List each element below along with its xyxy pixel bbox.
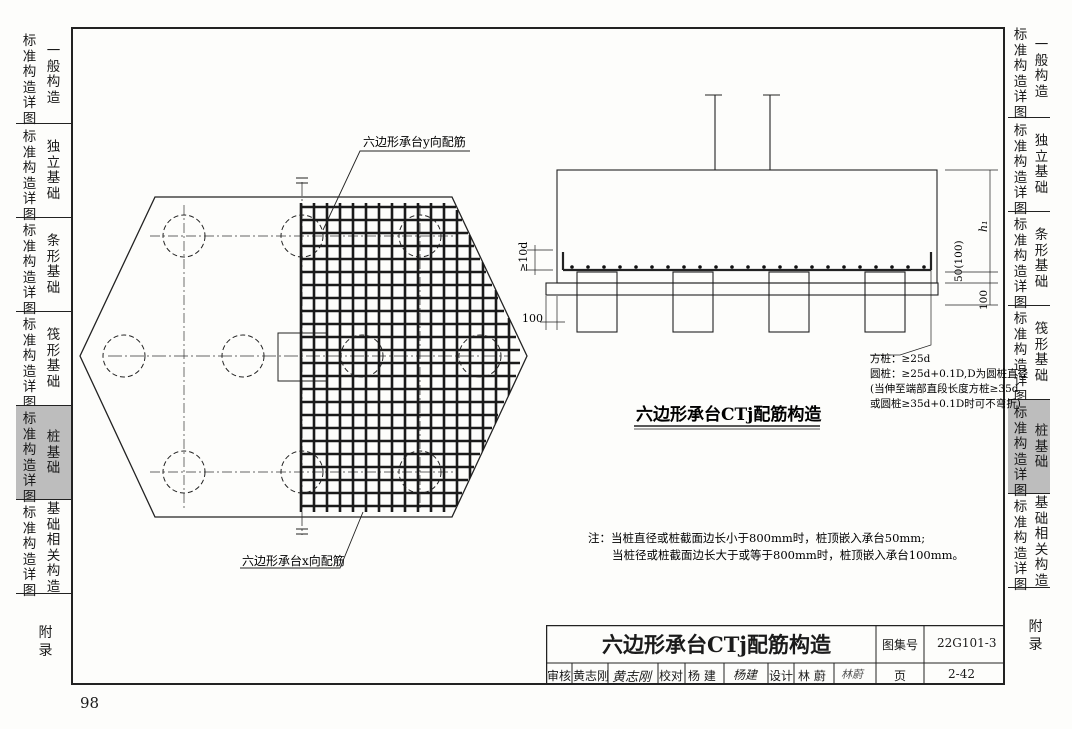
left-tab-isolated[interactable]: 标准构造详图 独立基础: [16, 124, 71, 222]
design-signature: 林蔚: [841, 668, 863, 681]
column-stub: [277, 332, 328, 382]
section-view: [527, 94, 998, 356]
left-tab-strip-footing[interactable]: 标准构造详图 条形基础: [16, 218, 71, 316]
pile-bottom-right: [398, 450, 442, 494]
review-signature: 黄志刚: [612, 670, 652, 685]
anchor-note-1: 方桩：≥25d: [870, 352, 931, 365]
right-tab-pile-col2: 桩基础: [1034, 423, 1049, 470]
title-block-grid: [546, 625, 1005, 685]
label-y-rebar: 六边形承台y向配筋: [363, 134, 466, 149]
dim-50-100: 50(100): [953, 240, 965, 282]
right-tab-general-col2: 一般构造: [1034, 37, 1049, 100]
right-tab-related-col1: 标准构造详图: [1013, 499, 1028, 593]
page-label: 页: [894, 669, 907, 683]
pile-top-right: [398, 214, 442, 258]
left-tab-pile-col1: 标准构造详图: [22, 411, 37, 505]
pile-bottom-mid: [280, 450, 324, 494]
right-tab-strip-footing[interactable]: 标准构造详图 条形基础: [1008, 212, 1050, 310]
right-tab-related[interactable]: 标准构造详图 基础相关构造: [1008, 494, 1050, 592]
check-signature: 杨建: [733, 668, 758, 682]
left-tab-related[interactable]: 标准构造详图 基础相关构造: [16, 500, 71, 598]
design-label: 设计: [769, 669, 794, 683]
pile-top-mid: [280, 214, 324, 258]
drawing-title: 六边形承台CTj配筋构造: [602, 632, 831, 657]
page-code: 2-42: [948, 667, 975, 681]
drawing-frame: [71, 27, 1005, 685]
review-label: 审核: [547, 669, 572, 683]
right-tab-isolated-col1: 标准构造详图: [1013, 123, 1028, 217]
anchor-note-3: (当伸至端部直段长度方桩≥35d: [870, 382, 1019, 395]
pile-top-left: [162, 214, 206, 258]
right-tab-appendix-label: 附录: [1028, 619, 1043, 653]
left-tab-pile[interactable]: 标准构造详图 桩基础: [16, 406, 71, 504]
section-caption: 六边形承台CTj配筋构造: [636, 404, 822, 425]
left-tab-strip: 标准构造详图 一般构造 标准构造详图 独立基础 标准构造详图 条形基础 标准构造…: [16, 28, 71, 686]
left-tab-general-col2: 一般构造: [46, 43, 61, 106]
rebar-dots: [570, 265, 926, 269]
note-line-1: 注：当桩直径或桩截面边长小于800mm时，桩顶嵌入承台50mm;: [588, 531, 925, 545]
left-tab-pile-col2: 桩基础: [46, 429, 61, 476]
left-tab-isolated-col1: 标准构造详图: [22, 129, 37, 223]
right-tab-general-col1: 标准构造详图: [1013, 27, 1028, 121]
rebar-grid: [299, 203, 520, 512]
hexagon-plan: [79, 150, 528, 569]
page-number: 98: [80, 694, 100, 712]
right-tab-related-col2: 基础相关构造: [1034, 495, 1049, 589]
check-label: 校对: [659, 669, 684, 683]
left-tab-related-col2: 基础相关构造: [46, 501, 61, 595]
atlas-label: 图集号: [882, 638, 919, 652]
atlas-number: 22G101-3: [937, 636, 997, 650]
right-tab-isolated[interactable]: 标准构造详图 独立基础: [1008, 118, 1050, 216]
right-tab-strip-col1: 标准构造详图: [1013, 217, 1028, 311]
hexagon-outline: [79, 196, 528, 518]
label-x-rebar: 六边形承台x向配筋: [242, 553, 345, 568]
pile-bottom-left: [162, 450, 206, 494]
leader-x-rebar: [240, 511, 364, 569]
design-name: 林 蔚: [798, 669, 826, 683]
left-tab-strip-col2: 条形基础: [46, 233, 61, 296]
pile-mid-center: [221, 334, 265, 378]
review-name: 黄志刚: [573, 669, 610, 683]
pile-mid-right: [340, 334, 384, 378]
right-tab-appendix[interactable]: 附录: [1008, 588, 1050, 686]
dim-100-right: 100: [978, 290, 990, 310]
anchor-note-4: 或圆桩≥35d+0.1D时可不弯折): [870, 397, 1021, 410]
left-tab-appendix-label: 附录: [38, 625, 53, 659]
pile-mid-far-right: [458, 334, 502, 378]
left-tab-general-col1: 标准构造详图: [22, 33, 37, 127]
right-tab-strip: 标准构造详图 一般构造 标准构造详图 独立基础 标准构造详图 条形基础 标准构造…: [1008, 22, 1050, 686]
right-tab-pile-col1: 标准构造详图: [1013, 405, 1028, 499]
left-tab-appendix[interactable]: 附录: [16, 594, 71, 686]
title-block: 六边形承台CTj配筋构造 图集号 22G101-3 审核 黄志刚 黄志刚 校对 …: [546, 625, 1005, 685]
pile-circles: [102, 214, 502, 494]
left-tab-general[interactable]: 标准构造详图 一般构造: [16, 28, 71, 127]
pile-mid-left: [102, 334, 146, 378]
right-tab-pile[interactable]: 标准构造详图 桩基础: [1008, 400, 1050, 498]
right-tab-raft-col2: 筏形基础: [1034, 321, 1049, 384]
right-tab-isolated-col2: 独立基础: [1034, 133, 1049, 196]
left-tab-isolated-col2: 独立基础: [46, 139, 61, 202]
note-line-2: 当桩径或桩截面边长大于或等于800mm时，桩顶嵌入承台100mm。: [612, 548, 964, 562]
left-tab-related-col1: 标准构造详图: [22, 505, 37, 599]
dim-100-left: 100: [522, 312, 543, 325]
left-tab-strip-col1: 标准构造详图: [22, 223, 37, 317]
dim-h1: h₁: [977, 221, 990, 233]
dim-10d: ≥10d: [517, 242, 530, 272]
leader-y-rebar: [322, 150, 470, 231]
anchor-note-2: 圆桩：≥25d+0.1D,D为圆桩直径: [870, 367, 1029, 380]
right-tab-strip-col2: 条形基础: [1034, 227, 1049, 290]
left-tab-raft-col2: 筏形基础: [46, 327, 61, 390]
right-tab-general[interactable]: 标准构造详图 一般构造: [1008, 22, 1050, 121]
check-name: 杨 建: [688, 669, 716, 683]
